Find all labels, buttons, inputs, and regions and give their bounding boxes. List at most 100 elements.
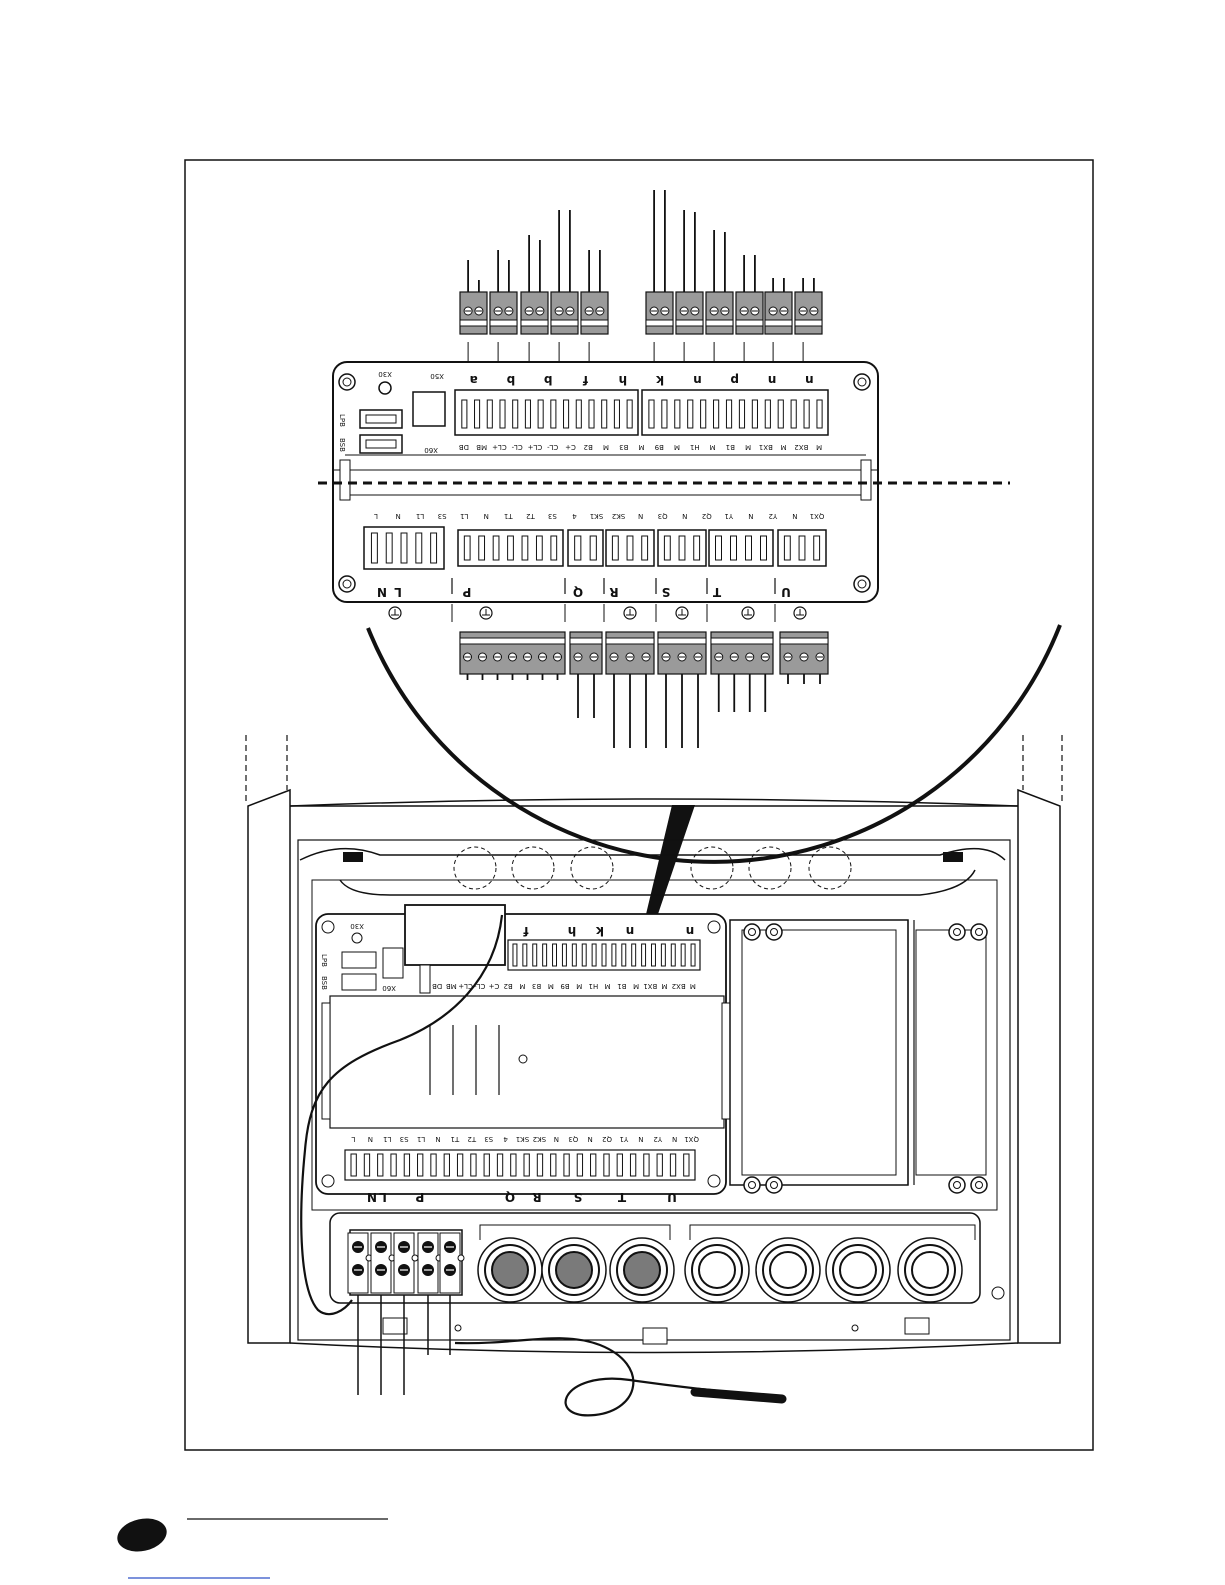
zoom-top-pin — [751, 399, 758, 429]
housing-top-terminal: B3 — [532, 982, 541, 990]
cable-knockout — [453, 846, 497, 890]
earth-symbol — [623, 606, 637, 620]
zoom-top-pin — [499, 399, 506, 429]
zoom-bottom-letter: S — [662, 585, 671, 599]
plug-connector-top — [520, 235, 549, 362]
housing-bottom-terminal: N — [672, 1135, 677, 1143]
zoom-bottom-pin — [760, 535, 767, 561]
zoom-top-terminal: M — [674, 443, 680, 451]
zoom-bottom-pin — [430, 532, 438, 564]
zoom-top-terminal: CL- — [511, 443, 523, 451]
zoom-top-pin — [725, 399, 733, 429]
zoom-top-terminal: MB — [476, 443, 487, 451]
zoom-bottom-pin — [415, 532, 423, 564]
zoom-bottom-pin — [492, 535, 500, 561]
zoom-bottom-pin — [589, 535, 597, 561]
zoom-bottom-terminal: N — [484, 512, 489, 520]
zoom-top-pin — [700, 399, 707, 429]
cable-knockout — [570, 846, 614, 890]
zoom-top-pin — [713, 399, 720, 429]
housing-bottom-pin — [496, 1153, 504, 1177]
housing-bottom-pin — [417, 1153, 424, 1177]
earth-symbol — [741, 606, 755, 620]
plug-connector-top — [764, 278, 793, 362]
cable-gland — [541, 1237, 607, 1303]
zoom-top-pin — [563, 399, 570, 429]
housing-x60-connector — [382, 947, 404, 979]
housing-bottom-terminal: T2 — [467, 1135, 477, 1143]
zoom-bottom-pin — [574, 535, 582, 561]
housing-top-terminal: B1 — [617, 982, 626, 990]
zoom-top-pin — [474, 399, 481, 429]
temperature-sensor — [690, 1387, 787, 1404]
zoom-top-pin — [601, 399, 608, 429]
plug-connector-top — [580, 250, 609, 362]
housing-bottom-terminal: SK2 — [533, 1135, 547, 1143]
zoom-top-pin — [648, 399, 655, 429]
cable-gland — [609, 1237, 675, 1303]
zoom-bottom-pin — [678, 535, 686, 561]
plug-connector-top — [459, 260, 488, 362]
zoom-top-terminal: B1 — [726, 443, 735, 451]
zoom-bottom-socket-q — [567, 529, 604, 567]
zoom-top-pin — [687, 399, 694, 429]
zoom-bottom-letter: Q — [573, 585, 583, 599]
zoom-lpb-label: LPB — [338, 414, 346, 427]
housing-bottom-terminal: L1 — [417, 1135, 425, 1143]
housing-bottom-pin — [510, 1153, 517, 1177]
zoom-bottom-pin — [693, 535, 701, 561]
zoom-top-terminal: CL+ — [492, 443, 507, 451]
housing-bottom-letter: U — [667, 1190, 677, 1204]
zoom-bottom-terminal: N — [638, 512, 643, 520]
zoom-bottom-terminal: N — [395, 512, 400, 520]
zoom-top-letter: n — [805, 373, 814, 387]
housing-bottom-letter: N — [367, 1190, 377, 1204]
zoom-top-terminal: DB — [459, 443, 469, 451]
housing-bottom-socket — [344, 1149, 696, 1181]
zoom-top-terminal: M — [710, 443, 716, 451]
housing-bottom-pin — [590, 1153, 597, 1177]
housing-bottom-terminal: N — [435, 1135, 440, 1143]
housing-x30-label: X30 — [350, 922, 364, 930]
zoom-top-terminal: B3 — [619, 443, 628, 451]
zoom-bottom-pin — [611, 535, 619, 561]
housing-bottom-terminal: Y1 — [620, 1135, 630, 1143]
zoom-bottom-terminal: Y1 — [724, 512, 734, 520]
zoom-top-letter: k — [655, 373, 664, 387]
plug-connector-top — [705, 230, 734, 362]
housing-bottom-letter: T — [617, 1190, 626, 1204]
zoom-top-terminal: B2 — [584, 443, 593, 451]
zoom-bottom-terminal: L — [374, 512, 378, 520]
housing-bottom-pin — [390, 1153, 397, 1177]
housing-bottom-letter: R — [532, 1190, 541, 1204]
earth-symbol — [793, 606, 807, 620]
cable-knockout — [748, 846, 792, 890]
plug-connector-bottom — [569, 631, 603, 718]
plug-connector-bottom — [459, 631, 566, 680]
housing-bottom-letter: S — [574, 1190, 583, 1204]
housing-bottom-terminal: S3 — [484, 1135, 493, 1143]
zoom-top-pin — [524, 399, 531, 429]
earth-symbol — [388, 606, 402, 620]
zoom-top-terminal: C+ — [565, 443, 576, 451]
plug-connector-bottom — [710, 631, 774, 712]
housing-bottom-pin — [656, 1153, 663, 1177]
housing-bottom-pin — [643, 1153, 650, 1177]
zoom-top-letter: p — [730, 373, 739, 387]
plug-connector-top — [794, 278, 823, 362]
housing-top-pin — [611, 943, 617, 967]
zoom-top-pin — [803, 399, 810, 429]
cable-gland — [684, 1237, 750, 1303]
zoom-bottom-pin — [641, 535, 649, 561]
housing-x30-socket — [351, 932, 363, 944]
zoom-top-letter: h — [619, 373, 628, 387]
zoom-top-pin — [764, 399, 771, 429]
zoom-top-letter: a — [470, 373, 478, 387]
housing-bottom-terminal: T1 — [451, 1135, 461, 1143]
housing-top-pin — [601, 943, 607, 967]
zoom-circle-arc — [366, 624, 1062, 864]
zoom-bottom-pin — [626, 535, 634, 561]
zoom-bottom-terminal: N — [682, 512, 687, 520]
zoom-bottom-letter: U — [781, 585, 791, 599]
housing-top-pin — [512, 943, 518, 967]
